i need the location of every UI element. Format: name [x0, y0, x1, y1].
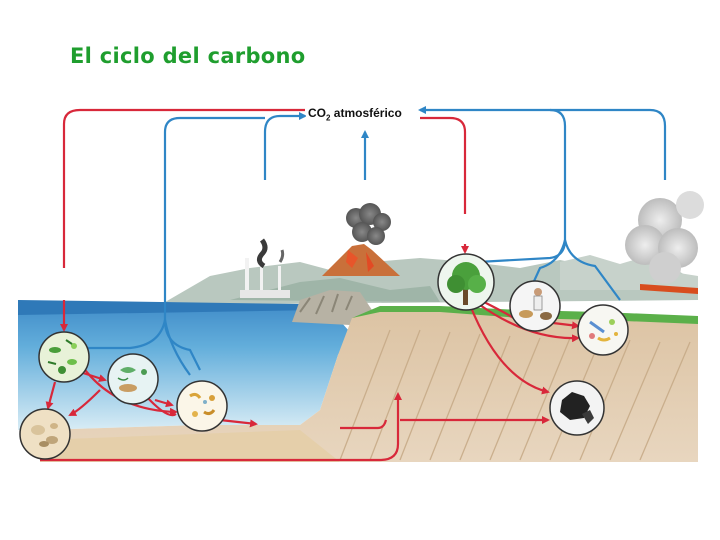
blue-flow-arrows [80, 106, 667, 376]
volcano-icon [322, 244, 400, 276]
decomposers-ocean-icon [176, 380, 228, 432]
coastal-cliff [292, 290, 372, 325]
phytoplankton-icon [38, 331, 90, 383]
volcano-smoke-icon [346, 203, 391, 245]
diagram-title: El ciclo del carbono [70, 44, 306, 68]
shells-sediment-icon [19, 408, 71, 460]
co2-formula: CO [308, 106, 326, 120]
landscape [160, 238, 698, 305]
co2-subscript: 2 [326, 113, 331, 123]
tree-icon [437, 253, 495, 311]
co2-suffix: atmosférico [330, 106, 402, 120]
marine-animals-icon [107, 353, 159, 405]
red-flow-arrows [40, 108, 580, 462]
human-animals-icon [509, 280, 561, 332]
fire-smoke-icon [625, 191, 704, 294]
decomposers-land-icon [577, 304, 629, 356]
fossil-fuel-icon [549, 380, 605, 436]
atmospheric-co2-label: CO2 atmosférico [306, 105, 404, 124]
factory-smoke-icon [240, 238, 290, 298]
